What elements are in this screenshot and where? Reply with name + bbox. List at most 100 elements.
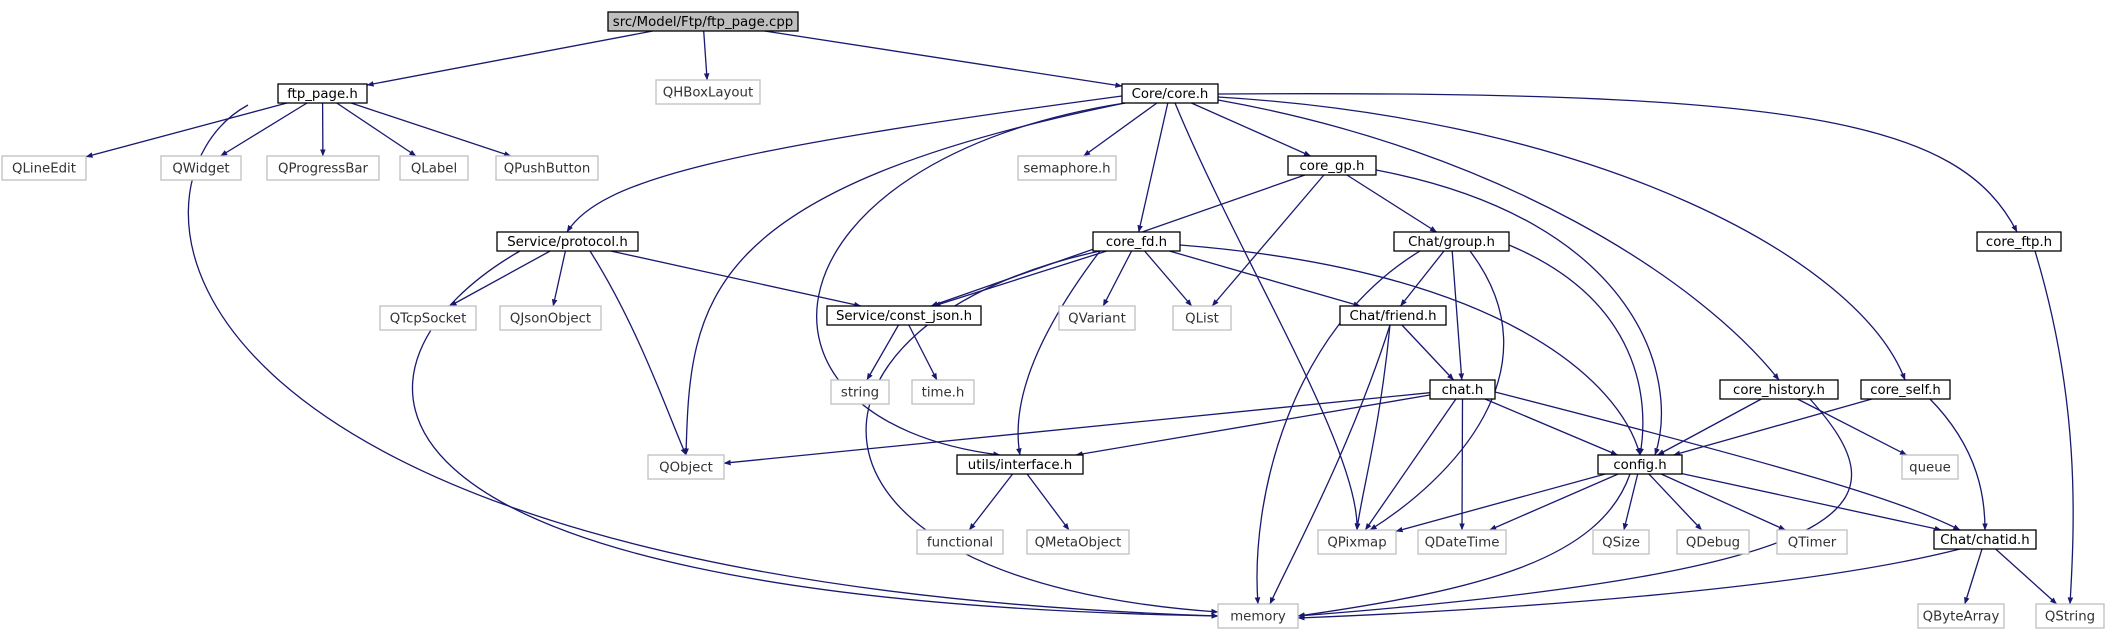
- node-label: QWidget: [172, 162, 229, 177]
- node-qlabel[interactable]: QLabel: [399, 155, 469, 181]
- node-label: chat.h: [1442, 383, 1484, 398]
- node-chatid-h[interactable]: Chat/chatid.h: [1933, 529, 2037, 550]
- node-label: Service/protocol.h: [507, 235, 628, 250]
- node-qdebug[interactable]: QDebug: [1676, 529, 1750, 555]
- node-qjsonobject[interactable]: QJsonObject: [499, 305, 602, 331]
- node-memory[interactable]: memory: [1217, 603, 1299, 629]
- edge-config-h-to-qpixmap: [1395, 473, 1606, 533]
- node-box: [1092, 231, 1181, 252]
- edge-core-h-to-core-self-h: [1217, 96, 1906, 381]
- node-const-json-h[interactable]: Service/const_json.h: [826, 305, 982, 326]
- node-label: core_ftp.h: [1986, 235, 2052, 250]
- edge-chatid-h-to-qbytearray: [1964, 548, 1983, 605]
- edge-core-fd-h-to-config-h: [1179, 244, 1641, 456]
- node-label: QPushButton: [504, 162, 591, 177]
- node-box: [1776, 529, 1848, 555]
- node-qbytearray[interactable]: QByteArray: [1917, 603, 2005, 629]
- node-box: [266, 155, 380, 181]
- edge-core-gp-h-to-group-h: [1346, 174, 1437, 233]
- node-box: [1917, 603, 2005, 629]
- node-qdatetime[interactable]: QDateTime: [1417, 529, 1507, 555]
- node-qsize[interactable]: QSize: [1592, 529, 1650, 555]
- node-label: Service/const_json.h: [836, 309, 972, 324]
- node-box: [1287, 155, 1377, 176]
- node-label: core_fd.h: [1106, 235, 1167, 250]
- node-label: Chat/group.h: [1408, 235, 1495, 250]
- edge-core-h-to-qpixmap: [1174, 102, 1361, 531]
- edge-config-h-to-memory: [1297, 473, 1631, 618]
- edge-core-h-to-core-gp-h: [1191, 102, 1311, 157]
- node-box: [1597, 454, 1683, 475]
- node-config-h[interactable]: config.h: [1597, 454, 1683, 475]
- node-core-self-h[interactable]: core_self.h: [1860, 379, 1951, 400]
- node-group-h[interactable]: Chat/group.h: [1393, 231, 1510, 252]
- node-label: QVariant: [1068, 312, 1126, 327]
- node-time-h[interactable]: time.h: [911, 379, 975, 405]
- edge-core-gp-h-to-qlist: [1211, 174, 1325, 307]
- node-box: [1, 155, 87, 181]
- node-core-ftp-h[interactable]: core_ftp.h: [1976, 231, 2062, 252]
- edge-ftp-page-h-to-qlabel: [336, 102, 417, 157]
- node-qvariant[interactable]: QVariant: [1058, 305, 1136, 331]
- edge-ftp-page-h-to-qlineedit: [85, 102, 288, 158]
- node-box: [1860, 379, 1951, 400]
- node-label: QProgressBar: [278, 162, 368, 177]
- edge-core-fd-h-to-const-json-h: [933, 250, 1107, 307]
- edge-core-h-to-interface-h: [816, 102, 1126, 457]
- node-core-h[interactable]: Core/core.h: [1121, 83, 1219, 104]
- node-ftp-page-cpp[interactable]: src/Model/Ftp/ftp_page.cpp: [607, 11, 799, 32]
- node-box: [1393, 231, 1510, 252]
- node-core-history-h[interactable]: core_history.h: [1719, 379, 1839, 400]
- edge-protocol-h-to-qtcpsocket: [449, 250, 551, 307]
- node-box: [496, 231, 639, 252]
- edge-const-json-h-to-time-h: [908, 324, 938, 381]
- edge-group-h-to-qpixmap: [1369, 250, 1505, 531]
- edge-core-history-h-to-queue: [1797, 398, 1907, 456]
- node-label: Chat/chatid.h: [1940, 533, 2029, 548]
- node-qtimer[interactable]: QTimer: [1776, 529, 1848, 555]
- node-box: [1933, 529, 2037, 550]
- node-box: [655, 79, 761, 105]
- node-queue[interactable]: queue: [1901, 454, 1959, 480]
- edge-const-json-h-to-string: [866, 324, 900, 381]
- node-qmetaobject[interactable]: QMetaObject: [1026, 529, 1130, 555]
- edge-core-h-to-qobject: [683, 102, 1126, 456]
- node-label: utils/interface.h: [968, 458, 1072, 473]
- node-box: [1017, 155, 1117, 181]
- node-label: config.h: [1613, 458, 1666, 473]
- node-qpushbutton[interactable]: QPushButton: [495, 155, 599, 181]
- edge-config-h-to-chatid-h: [1681, 472, 1942, 532]
- node-protocol-h[interactable]: Service/protocol.h: [496, 231, 639, 252]
- node-core-fd-h[interactable]: core_fd.h: [1092, 231, 1181, 252]
- edge-ftp-page-h-to-qwidget: [220, 102, 308, 157]
- node-qobject[interactable]: QObject: [647, 454, 725, 480]
- node-label: memory: [1230, 610, 1286, 625]
- node-qpixmap[interactable]: QPixmap: [1317, 529, 1397, 555]
- node-qlist[interactable]: QList: [1172, 305, 1232, 331]
- node-qstring[interactable]: QString: [2035, 603, 2105, 629]
- node-ftp-page-h[interactable]: ftp_page.h: [277, 83, 368, 104]
- node-box: [830, 379, 890, 405]
- node-chat-h[interactable]: chat.h: [1429, 379, 1496, 400]
- node-label: QSize: [1602, 536, 1640, 551]
- node-label: core_history.h: [1733, 383, 1825, 398]
- node-label: src/Model/Ftp/ftp_page.cpp: [613, 15, 793, 30]
- node-box: [277, 83, 368, 104]
- node-interface-h[interactable]: utils/interface.h: [956, 454, 1084, 475]
- node-friend-h[interactable]: Chat/friend.h: [1339, 305, 1447, 326]
- node-core-gp-h[interactable]: core_gp.h: [1287, 155, 1377, 176]
- node-label: QLineEdit: [12, 162, 76, 177]
- edge-core-h-to-protocol-h: [566, 95, 1123, 233]
- node-qhboxlayout[interactable]: QHBoxLayout: [655, 79, 761, 105]
- node-qlineedit[interactable]: QLineEdit: [1, 155, 87, 181]
- node-semaphore-h[interactable]: semaphore.h: [1017, 155, 1117, 181]
- node-string[interactable]: string: [830, 379, 890, 405]
- node-box: [1719, 379, 1839, 400]
- node-qtcpsocket[interactable]: QTcpSocket: [379, 305, 477, 331]
- node-box: [2035, 603, 2105, 629]
- node-qprogressbar[interactable]: QProgressBar: [266, 155, 380, 181]
- node-functional[interactable]: functional: [916, 529, 1004, 555]
- node-qwidget[interactable]: QWidget: [160, 155, 242, 181]
- edge-config-h-to-qsize: [1622, 473, 1639, 531]
- node-label: core_gp.h: [1300, 159, 1365, 174]
